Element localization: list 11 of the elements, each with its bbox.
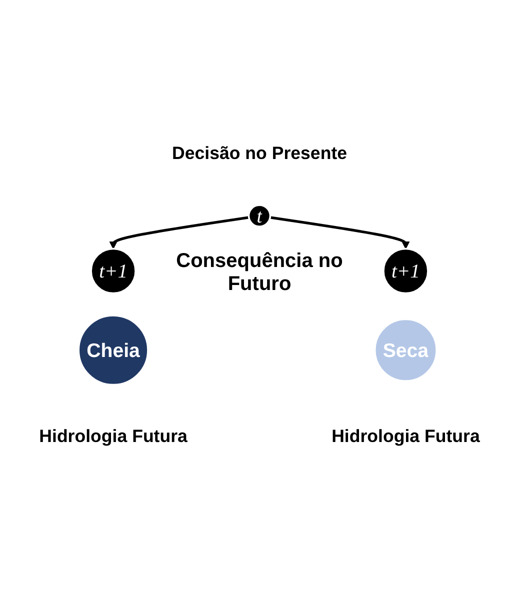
arrow [270,216,410,250]
node-circle: t+1 [382,248,429,294]
arrow [109,216,250,250]
node-label: Hidrologia Futura [39,426,188,446]
node-circle: Seca [374,318,438,382]
note-text: Consequência no Futuro [175,250,344,296]
node-circle: Cheia [78,314,149,386]
node-label: Decisão no Presente [172,144,348,164]
node-label: Hidrologia Futura [332,426,480,446]
node-circle: t [248,204,272,228]
node-circle: t+1 [90,248,136,294]
